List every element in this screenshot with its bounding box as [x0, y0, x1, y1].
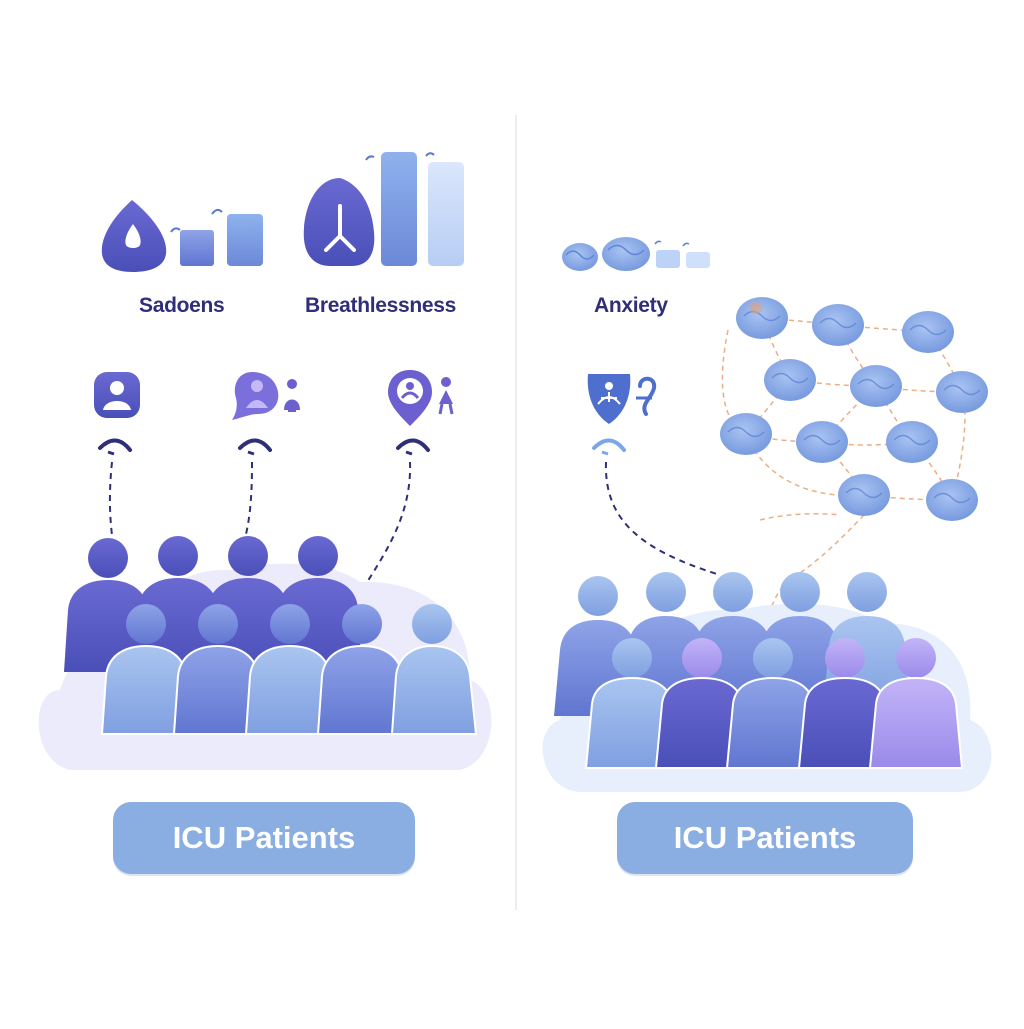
person-speech-icon [232, 372, 300, 420]
person-figure [244, 604, 336, 735]
signal-arc-left-3 [396, 438, 430, 456]
person-location-pin-icon [388, 370, 454, 426]
meditation-shield-icon [587, 374, 657, 424]
small-bar-chart-icon [170, 208, 263, 266]
people-group-left-front [100, 604, 478, 735]
person-figure [654, 638, 750, 769]
panel-divider [515, 115, 517, 910]
connector-line-right [604, 461, 721, 576]
tall-bar-chart-icon [365, 152, 464, 266]
icu-patients-button-left[interactable]: ICU Patients [113, 802, 415, 874]
person-figure [100, 604, 192, 735]
people-group-right-front [584, 638, 964, 769]
person-figure [868, 638, 964, 769]
lungs-icon [303, 178, 375, 266]
icu-patients-button-right[interactable]: ICU Patients [617, 802, 913, 874]
symptom-label-anxiety: Anxiety [594, 294, 668, 317]
person-figure [584, 638, 680, 769]
person-shield-icon [94, 372, 140, 418]
person-figure [390, 604, 478, 735]
signal-arc-left-2 [238, 438, 272, 456]
symptom-label-breathlessness: Breathlessness [305, 294, 457, 317]
symptom-label-sadoens: Sadoens [139, 294, 225, 317]
signal-arc-left-1 [98, 438, 132, 456]
signal-arc-right [592, 438, 626, 456]
person-figure [172, 604, 264, 735]
brain-row-icon [562, 237, 710, 271]
person-figure [725, 638, 821, 769]
droplet-icon [101, 200, 167, 272]
brain-network-icon [720, 297, 988, 621]
